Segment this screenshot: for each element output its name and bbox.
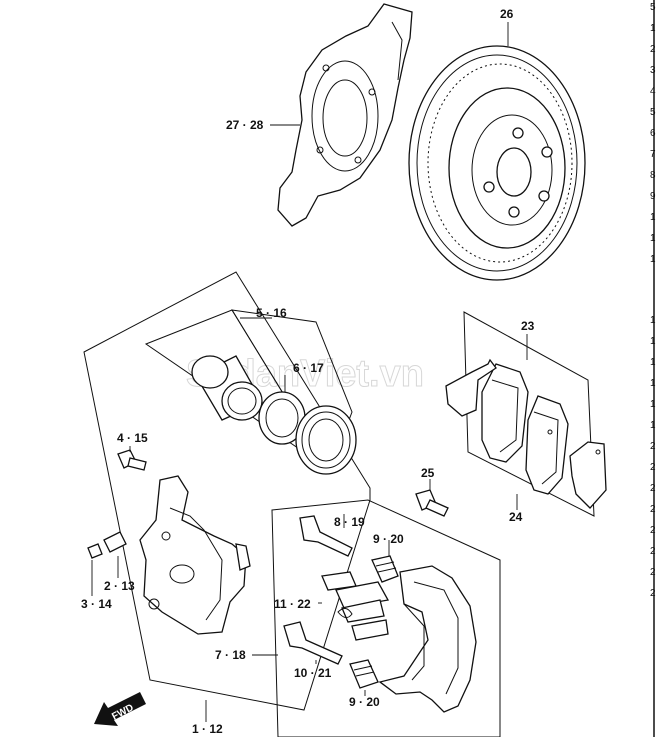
side-index-digit: 6 (650, 128, 656, 139)
bleeder-bolt (117, 449, 147, 471)
guide-pin-lower (283, 621, 343, 665)
pin-boot-upper (371, 555, 399, 583)
caliper-bracket (378, 565, 477, 713)
side-index-digit: 2 (650, 546, 656, 557)
side-index-digit: 5 (650, 107, 656, 118)
label-part-8-19: 8 · 19 (334, 515, 365, 529)
label-part-4-15: 4 · 15 (117, 431, 148, 445)
bracket-bolt (415, 489, 449, 517)
side-index-digit: 8 (650, 170, 656, 181)
pin-boot-lower (349, 659, 379, 689)
caliper-assembly-box (83, 271, 371, 711)
side-index-digit: 1 (650, 254, 656, 265)
side-index-digit: 1 (650, 420, 656, 431)
side-index-digit: 2 (650, 567, 656, 578)
label-part-5-16: 5 · 16 (256, 306, 287, 320)
side-index-digit: 1 (650, 315, 656, 326)
side-index-digit: 1 (650, 357, 656, 368)
label-part-23: 23 (521, 319, 535, 333)
side-index-digit: 2 (650, 44, 656, 55)
side-index-digit: 7 (650, 149, 656, 160)
label-part-9-20-top: 9 · 20 (373, 532, 404, 546)
bracket-parts-box (271, 499, 501, 737)
label-part-2-13: 2 · 13 (104, 579, 135, 593)
label-part-24: 24 (509, 510, 523, 524)
side-index-digit: 2 (650, 525, 656, 536)
side-index-digit: 2 (650, 441, 656, 452)
side-index-digit: 1 (650, 378, 656, 389)
side-index-digit: 2 (650, 588, 656, 599)
label-part-1-12: 1 · 12 (192, 722, 223, 736)
label-part-3-14: 3 · 14 (81, 597, 112, 611)
side-index-digit: 5 (650, 2, 656, 13)
side-index-digit: 1 (650, 212, 656, 223)
bleeder-screw (87, 531, 127, 559)
label-part-11-22: 11 · 22 (274, 597, 311, 611)
label-part-6-17: 6 · 17 (293, 361, 324, 375)
guide-pin-upper (299, 515, 353, 557)
fwd-arrow-icon: FWD (94, 692, 146, 726)
brake-pads (445, 358, 607, 509)
side-index-digit: 4 (650, 86, 656, 97)
label-part-9-20-bottom: 9 · 20 (349, 695, 380, 709)
label-part-27-28: 27 · 28 (226, 118, 264, 132)
side-index-digit: 3 (650, 65, 656, 76)
label-part-25: 25 (421, 466, 435, 480)
side-index-digit: 1 (650, 336, 656, 347)
label-part-26: 26 (500, 7, 514, 21)
piston-dust-boot (295, 405, 357, 475)
side-index-digit: 2 (650, 462, 656, 473)
label-part-10-21: 10 · 21 (294, 666, 332, 680)
side-index-digit: 1 (650, 233, 656, 244)
side-index-digit: 2 (650, 483, 656, 494)
caliper-body (139, 475, 251, 635)
side-index-digit: 1 (650, 399, 656, 410)
side-index-column: 5 1 2 3 4 5 6 7 8 9 1 1 1 1 1 1 1 1 1 2 2 2 2 2 2 2 2 (650, 2, 656, 599)
pad-clips (321, 571, 390, 641)
side-index-digit: 1 (650, 23, 656, 34)
brake-disc (408, 45, 586, 281)
side-index-digit: 9 (650, 191, 656, 202)
caliper-piston (191, 355, 263, 421)
dust-shield (277, 3, 413, 227)
label-part-7-18: 7 · 18 (215, 648, 246, 662)
side-index-digit: 2 (650, 504, 656, 515)
